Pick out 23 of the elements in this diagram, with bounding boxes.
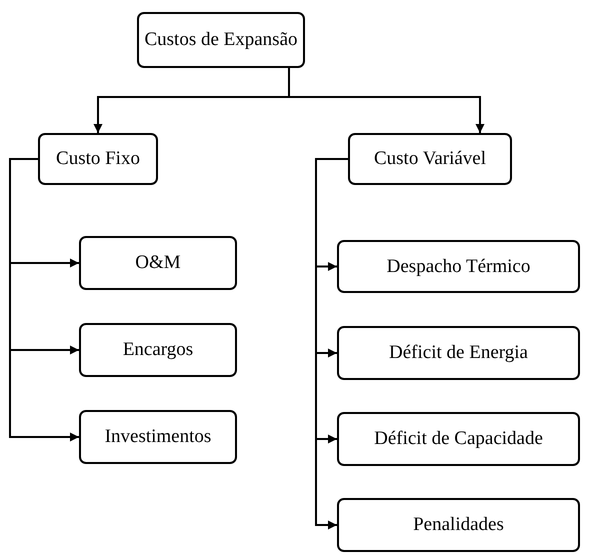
node-label: Despacho Térmico [386,256,530,278]
category-box [38,133,158,185]
node-label: O&M [135,252,181,274]
category-box [337,326,580,380]
connector-arrow [315,158,348,530]
category-box [337,498,580,552]
node-label: Investimentos [104,426,212,448]
category-box [79,410,237,464]
connector-arrow [9,158,79,442]
node-label: Encargos [122,339,194,361]
node-label: Custo Variável [374,148,486,170]
category-box [79,236,237,290]
category-box [337,412,580,466]
category-box [137,12,305,68]
category-box [337,240,580,293]
connector-arrow [288,68,484,133]
node-label: Déficit de Capacidade [374,428,543,450]
category-box [79,323,237,377]
category-box [348,133,512,185]
node-label: Penalidades [413,514,504,536]
node-label: Custos de Expansão [144,29,298,51]
node-label: Custo Fixo [56,148,140,170]
node-label: Déficit de Energia [389,342,528,364]
